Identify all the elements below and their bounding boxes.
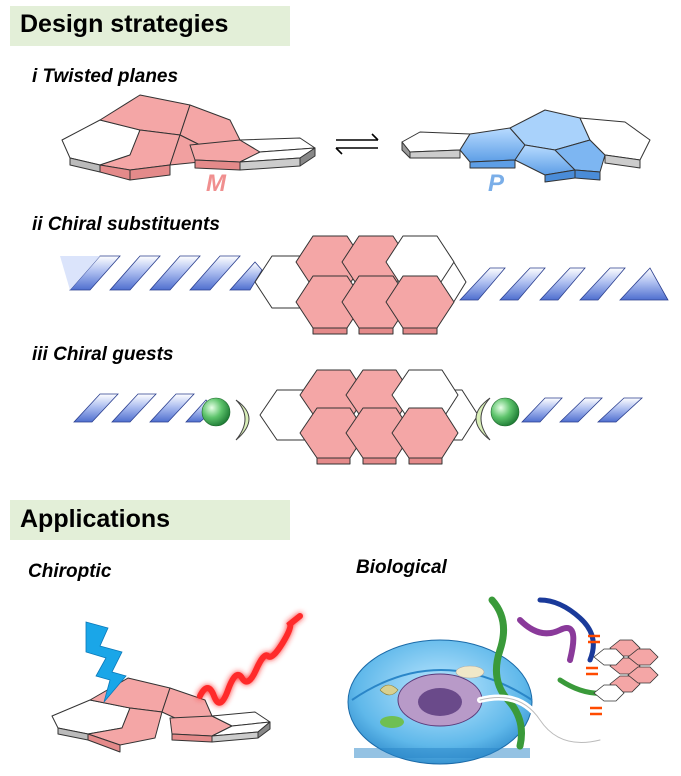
helix-right-ii bbox=[459, 267, 669, 301]
guest-ball-right bbox=[490, 397, 520, 427]
binding-contacts bbox=[586, 634, 602, 716]
design-strategies-header bbox=[10, 6, 290, 46]
lightning-icon bbox=[85, 621, 127, 703]
host-crescent-right bbox=[475, 397, 491, 441]
helix-right-iii bbox=[521, 397, 644, 423]
helix-left-iii bbox=[73, 393, 215, 423]
enantiomer-label-m: M bbox=[206, 170, 226, 197]
circularly-polarized-light-wave bbox=[197, 613, 303, 706]
helix-left-ii bbox=[60, 255, 263, 291]
application-label-biological: Biological bbox=[356, 557, 447, 578]
design-strategies-title: Design strategies bbox=[20, 10, 229, 38]
enantiomer-label-p: P bbox=[488, 170, 505, 197]
equilibrium-arrows bbox=[335, 133, 379, 155]
twisted-molecule-m bbox=[61, 94, 316, 181]
applications-title: Applications bbox=[20, 505, 171, 533]
cell-illustration bbox=[347, 639, 533, 765]
strategy-label-twisted-planes: i Twisted planes bbox=[32, 66, 179, 87]
strategy-label-chiral-substituents: ii Chiral substituents bbox=[32, 214, 220, 235]
guest-ball-left bbox=[201, 397, 231, 427]
host-crescent-left bbox=[235, 399, 250, 441]
chiroptic-molecule bbox=[51, 677, 271, 753]
aromatic-core-iii bbox=[259, 369, 479, 465]
protein-bound-pah bbox=[593, 639, 659, 702]
application-label-chiroptic: Chiroptic bbox=[28, 561, 112, 582]
twisted-molecule-p bbox=[401, 109, 651, 183]
applications-header bbox=[10, 500, 290, 540]
aromatic-core-ii bbox=[254, 235, 467, 335]
strategy-label-chiral-guests: iii Chiral guests bbox=[32, 344, 174, 365]
